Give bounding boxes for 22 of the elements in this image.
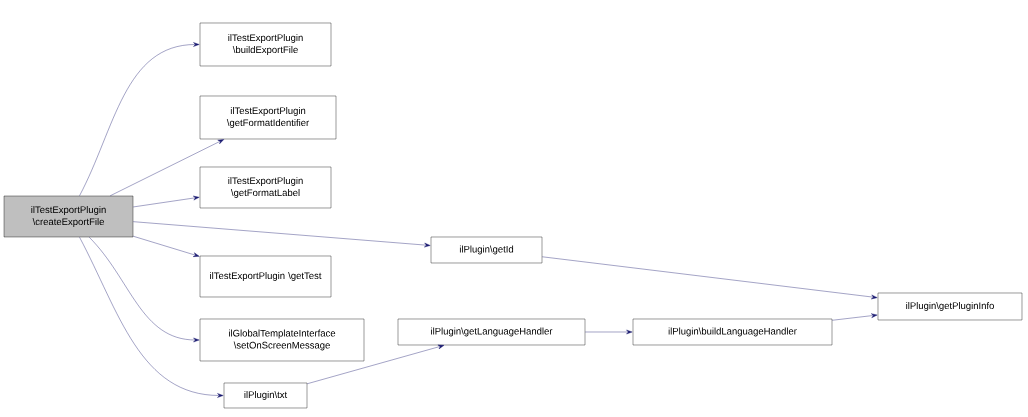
arrow bbox=[307, 344, 445, 384]
arrow bbox=[133, 195, 200, 208]
arrow bbox=[133, 236, 200, 257]
function-box: ilTestExportPlugin \getTest bbox=[199, 255, 332, 298]
arrow bbox=[89, 237, 200, 343]
arrow bbox=[79, 42, 200, 196]
function-box: ilPlugin\buildLanguageHandler bbox=[632, 318, 833, 346]
function-box: ilPlugin\getPluginInfo bbox=[877, 292, 1023, 321]
function-box: ilPlugin\getId bbox=[430, 236, 543, 264]
arrow bbox=[542, 256, 878, 300]
function-box: ilTestExportPlugin \buildExportFile bbox=[199, 22, 332, 67]
function-box: ilTestExportPlugin \getFormatLabel bbox=[199, 166, 332, 209]
arrow bbox=[79, 237, 224, 398]
arrow bbox=[110, 139, 224, 196]
function-box: ilPlugin\txt bbox=[223, 382, 308, 409]
function-box: ilPlugin\getLanguageHandler bbox=[397, 318, 586, 346]
arrow bbox=[133, 221, 431, 248]
function-box: ilTestExportPlugin \getFormatIdentifier bbox=[199, 95, 337, 140]
arrow bbox=[585, 329, 633, 335]
function-box: ilTestExportPlugin \createExportFile bbox=[3, 195, 134, 238]
function-box: ilGlobalTemplateInterface \setOnScreenMessage bbox=[199, 318, 365, 362]
arrow bbox=[832, 313, 878, 321]
